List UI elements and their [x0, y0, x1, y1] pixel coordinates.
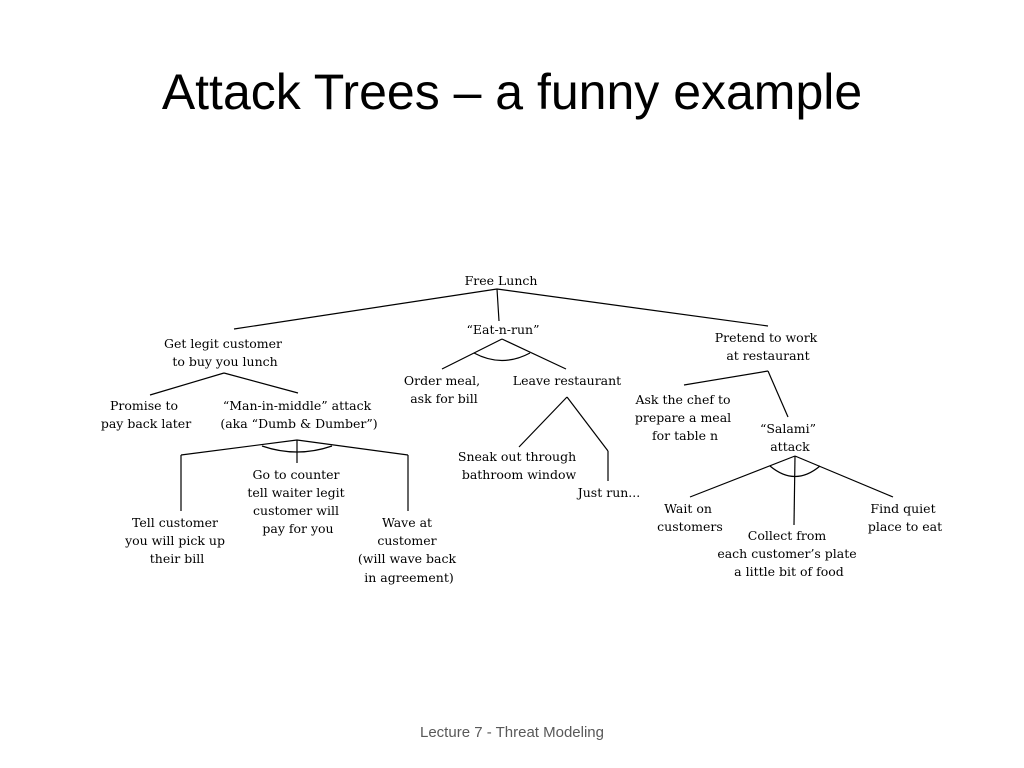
node-man-in-middle: “Man-in-middle” attack (aka “Dumb & Dumb… [220, 398, 377, 431]
node-get-legit: Get legit customer to buy you lunch [164, 336, 286, 369]
and-arc-eat-n-run [473, 352, 531, 362]
slide-footer: Lecture 7 - Threat Modeling [420, 724, 604, 741]
tree-nodes: Free Lunch Get legit customer to buy you… [101, 273, 942, 585]
edge-get-legit-man-in-middle [223, 372, 299, 394]
and-arc-man-in-middle [261, 445, 333, 453]
node-order-meal: Order meal, ask for bill [404, 373, 484, 406]
node-wait-on: Wait on customers [657, 501, 723, 534]
node-tell-customer: Tell customer you will pick up their bil… [124, 515, 229, 566]
tree-edges [149, 288, 894, 526]
node-sneak-out: Sneak out through bathroom window [458, 449, 580, 482]
slide-title: Attack Trees – a funny example [161, 64, 863, 120]
edge-get-legit-promise [149, 372, 225, 396]
node-ask-chef: Ask the chef to prepare a meal for table… [634, 392, 735, 443]
node-collect-from: Collect from each customer’s plate a lit… [717, 528, 860, 579]
and-arc-salami [769, 465, 821, 478]
node-eat-n-run: “Eat-n-run” [467, 322, 540, 337]
edge-eat-n-run-leave [501, 338, 567, 370]
edge-salami-collect [793, 455, 796, 526]
edge-salami-find-quiet [794, 455, 894, 498]
edge-root-eat-n-run [496, 288, 500, 322]
edge-root-get-legit [233, 288, 498, 330]
edge-eat-n-run-order-meal [441, 338, 503, 370]
edge-leave-just-run [566, 396, 609, 452]
node-pretend-work: Pretend to work at restaurant [715, 330, 822, 363]
node-wave-at: Wave at customer (will wave back in agre… [358, 515, 460, 585]
edge-pretend-ask-chef [683, 370, 769, 386]
node-go-to-counter: Go to counter tell waiter legit customer… [247, 467, 348, 536]
node-find-quiet: Find quiet place to eat [868, 501, 942, 534]
edge-mim-wave-at [296, 439, 409, 456]
node-leave-restaurant: Leave restaurant [513, 373, 621, 388]
edge-root-pretend-work [496, 288, 769, 327]
node-salami: “Salami” attack [760, 421, 820, 454]
node-root: Free Lunch [465, 273, 538, 288]
node-promise: Promise to pay back later [101, 398, 191, 431]
edge-pretend-salami [767, 370, 789, 418]
node-just-run: Just run... [576, 485, 640, 500]
edge-salami-wait-on [689, 455, 796, 498]
edge-leave-sneak-out [518, 396, 568, 448]
edge-mim-tell-customer [180, 439, 298, 456]
